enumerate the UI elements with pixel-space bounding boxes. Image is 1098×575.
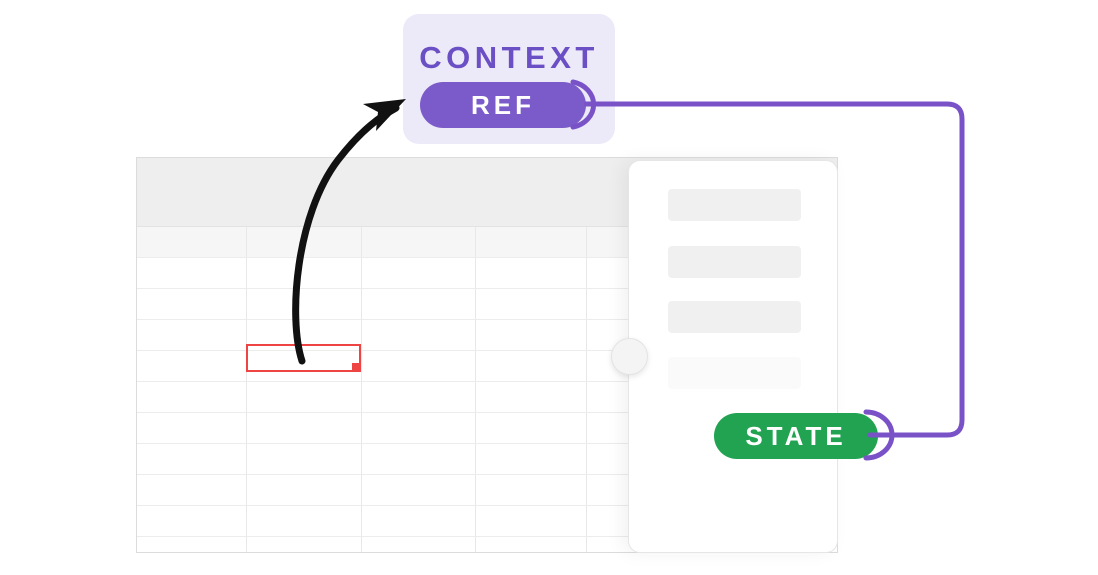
skeleton-placeholder-bar [668, 301, 801, 333]
grid-row-divider [137, 288, 837, 289]
state-badge[interactable]: STATE [714, 413, 878, 459]
grid-column-divider [475, 226, 476, 552]
ref-pill[interactable]: REF [420, 82, 586, 128]
selected-cell[interactable] [246, 344, 361, 372]
grid-row-divider [137, 443, 837, 444]
grid-row-divider [137, 505, 837, 506]
grid-row-divider [137, 350, 837, 351]
grid-column-divider [361, 226, 362, 552]
grid-row-divider [137, 474, 837, 475]
skeleton-placeholder-bar [668, 189, 801, 221]
grid-row-divider [137, 536, 837, 537]
grid-column-divider [246, 226, 247, 552]
skeleton-placeholder-bar [668, 246, 801, 278]
ref-pill-label: REF [471, 90, 535, 120]
grid-row-divider [137, 412, 837, 413]
grid-row-divider [137, 381, 837, 382]
panel-drag-handle[interactable] [611, 338, 648, 375]
skeleton-placeholder-bar [668, 357, 801, 389]
grid-row-divider [137, 257, 837, 258]
context-title: CONTEXT [419, 40, 599, 75]
cell-to-context-arrowhead [363, 99, 406, 131]
grid-column-divider [586, 226, 587, 552]
grid-row-divider [137, 226, 837, 227]
state-badge-label: STATE [745, 421, 847, 451]
context-card[interactable]: CONTEXT REF [403, 14, 615, 144]
side-panel[interactable] [628, 160, 838, 553]
grid-row-divider [137, 319, 837, 320]
cell-fill-handle[interactable] [352, 363, 361, 372]
